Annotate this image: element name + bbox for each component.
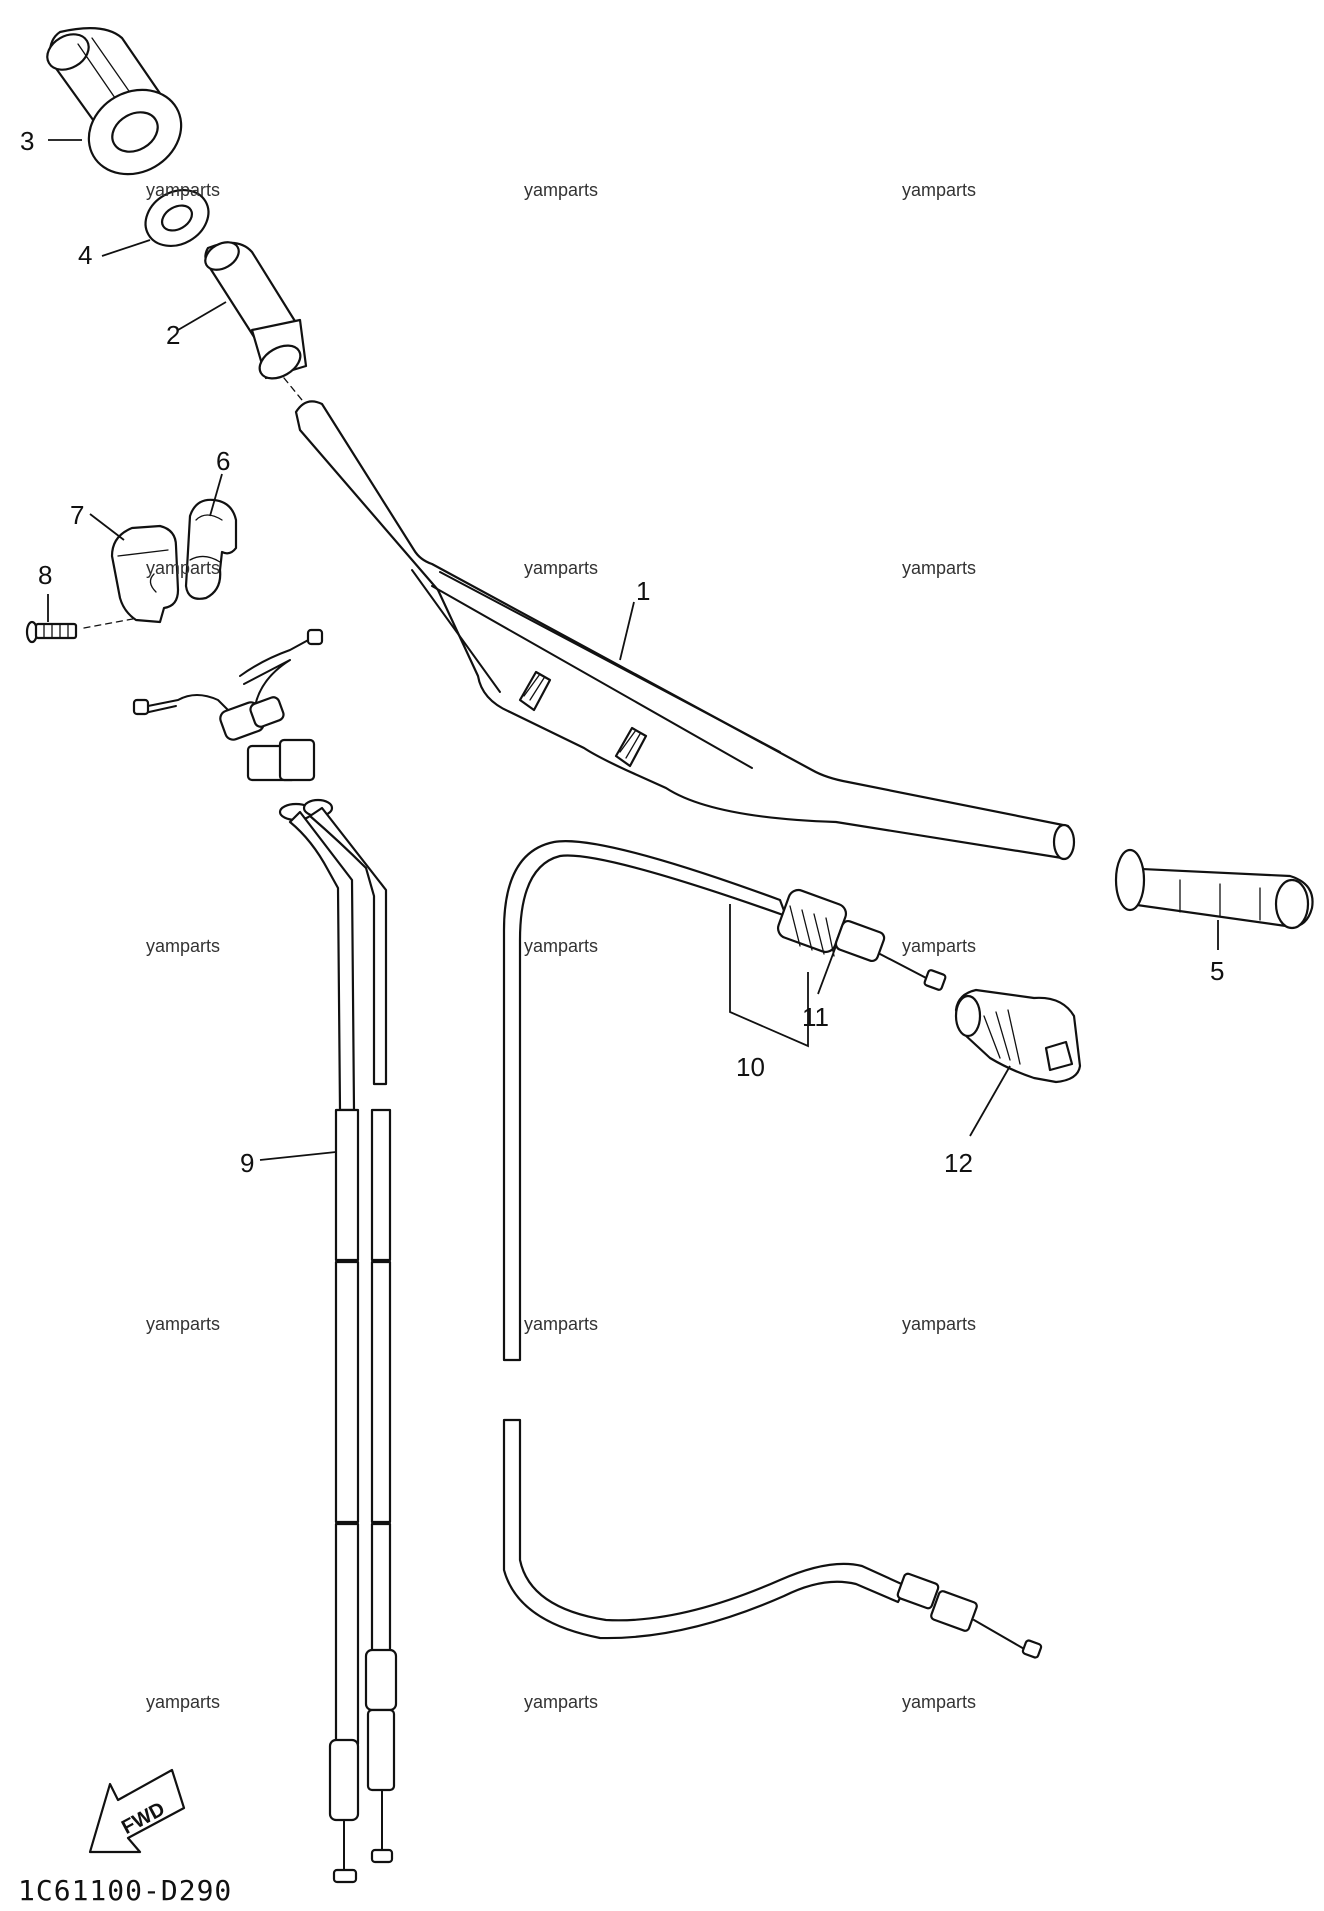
watermark: yamparts bbox=[524, 936, 598, 956]
right-grip-part-5 bbox=[1114, 848, 1314, 930]
handlebar-part-1 bbox=[294, 400, 1076, 861]
callout-11: 11 bbox=[802, 1002, 829, 1032]
watermark: yamparts bbox=[524, 558, 598, 578]
callout-12: 12 bbox=[944, 1148, 973, 1178]
clutch-cable-part-10 bbox=[502, 840, 1043, 1659]
bar-clamp-part-6 bbox=[184, 498, 238, 600]
watermark: yamparts bbox=[902, 1314, 976, 1334]
throttle-tube-part-2 bbox=[204, 241, 308, 380]
watermark: yamparts bbox=[146, 558, 220, 578]
watermarks: yamparts yamparts yamparts yamparts yamp… bbox=[146, 180, 976, 1712]
callout-6: 6 bbox=[216, 446, 230, 476]
watermark: yamparts bbox=[146, 1314, 220, 1334]
watermark: yamparts bbox=[902, 1692, 976, 1712]
watermark: yamparts bbox=[902, 936, 976, 956]
cable-boot-part-12 bbox=[954, 988, 1082, 1084]
watermark: yamparts bbox=[146, 936, 220, 956]
watermark: yamparts bbox=[902, 558, 976, 578]
bar-clamp-part-7 bbox=[110, 524, 180, 624]
watermark: yamparts bbox=[524, 1692, 598, 1712]
callout-7: 7 bbox=[70, 500, 84, 530]
watermark: yamparts bbox=[146, 1692, 220, 1712]
watermark: yamparts bbox=[902, 180, 976, 200]
fwd-arrow: FWD bbox=[88, 1768, 186, 1854]
callout-numbers: 3 4 2 6 7 8 1 9 5 11 10 12 bbox=[20, 126, 1224, 1178]
leader-lines bbox=[47, 139, 1219, 1161]
collar-ring-part-4 bbox=[144, 188, 210, 248]
callout-3: 3 bbox=[20, 126, 34, 156]
watermark: yamparts bbox=[524, 1314, 598, 1334]
watermark: yamparts bbox=[524, 180, 598, 200]
watermark: yamparts bbox=[146, 180, 220, 200]
throttle-cables-part-9 bbox=[132, 628, 398, 1884]
bolt-part-8 bbox=[25, 620, 78, 644]
callout-10: 10 bbox=[736, 1052, 765, 1082]
callout-9: 9 bbox=[240, 1148, 254, 1178]
callout-4: 4 bbox=[78, 240, 92, 270]
diagram-code: 1C61100-D290 bbox=[18, 1874, 232, 1907]
callout-2: 2 bbox=[166, 320, 180, 350]
left-grip-part-3 bbox=[46, 27, 183, 176]
callout-1: 1 bbox=[636, 576, 650, 606]
callout-8: 8 bbox=[38, 560, 52, 590]
callout-5: 5 bbox=[1210, 956, 1224, 986]
